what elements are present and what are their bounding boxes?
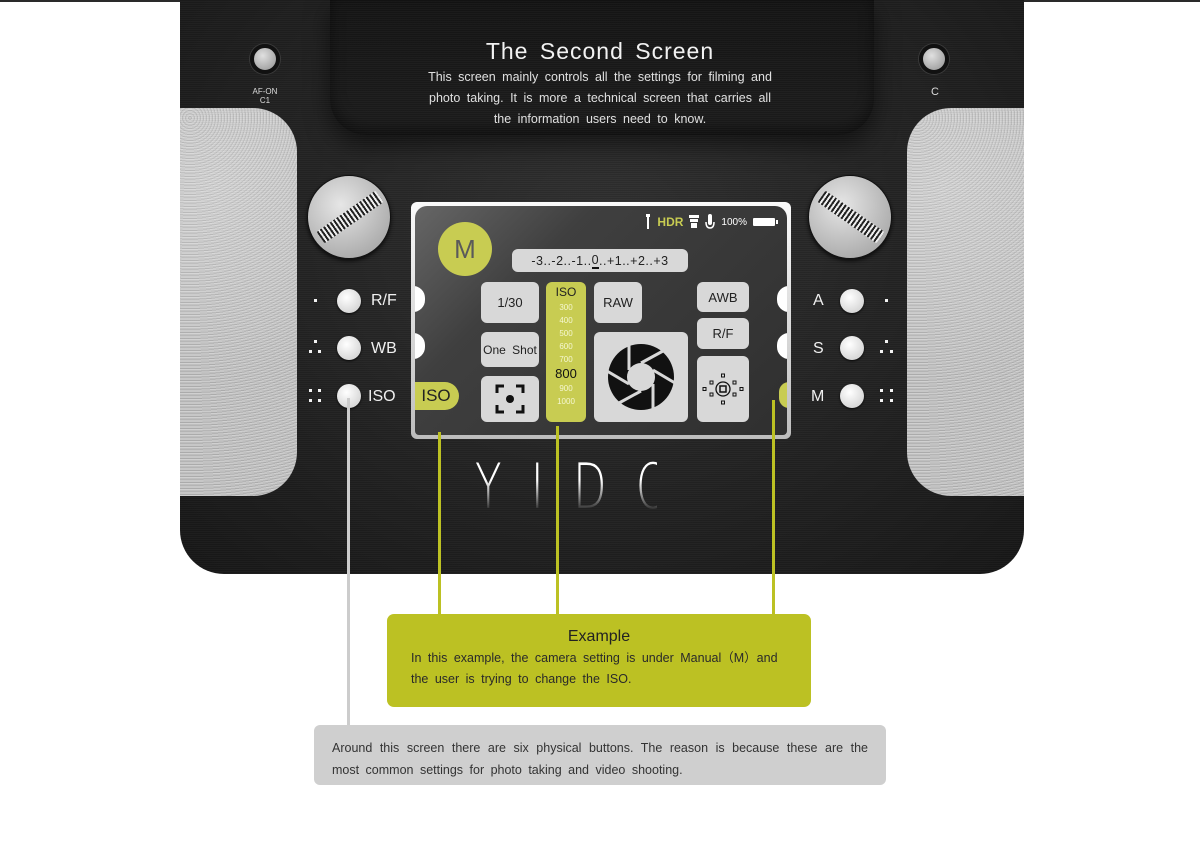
m-button[interactable] — [840, 384, 864, 408]
aperture-icon — [606, 344, 676, 410]
left-grip — [180, 108, 297, 496]
wb-button[interactable] — [337, 336, 361, 360]
dot-indicator — [880, 350, 883, 353]
hdr-badge: HDR — [657, 215, 684, 229]
right-control-dial[interactable] — [808, 175, 892, 259]
ev-scale-positive: ..+1..+2..+3 — [599, 253, 669, 268]
dot-indicator — [890, 399, 893, 402]
shutter-speed-tile[interactable]: 1/30 — [481, 282, 539, 323]
dot-indicator — [885, 299, 888, 302]
m-button-label: M — [811, 388, 825, 405]
connector-line-iso-tab — [438, 432, 441, 614]
iso-option[interactable]: 700 — [559, 355, 573, 364]
exposure-compensation-scale[interactable]: -3..-2..-1..0..+1..+2..+3 — [512, 249, 688, 272]
focus-point-tile[interactable] — [697, 356, 749, 422]
iso-option[interactable]: 900 — [559, 384, 573, 393]
dot-indicator — [309, 389, 312, 392]
drive-mode-tile[interactable]: One Shot — [481, 332, 539, 367]
raw-format-tile[interactable]: RAW — [594, 282, 642, 323]
example-callout: Example In this example, the camera sett… — [387, 614, 811, 707]
ev-scale-current: 0 — [591, 252, 600, 269]
s-button-label: S — [813, 340, 824, 357]
right-grip — [907, 108, 1024, 496]
rf-button-label: R/F — [371, 292, 397, 309]
page-title: The Second Screen — [485, 38, 715, 64]
s-button[interactable] — [840, 336, 864, 360]
active-iso-tab[interactable]: ISO — [415, 382, 459, 410]
af-on-label-line: AF-ON — [252, 87, 278, 96]
iso-option[interactable]: 1000 — [557, 397, 575, 406]
screen-edge-tab-rf — [415, 286, 425, 312]
white-balance-tile[interactable]: AWB — [697, 282, 749, 312]
mode-indicator[interactable]: M — [438, 222, 492, 276]
dot-indicator — [880, 389, 883, 392]
rf-button[interactable] — [337, 289, 361, 313]
example-text: In this example, the camera setting is u… — [411, 651, 778, 686]
left-control-dial[interactable] — [307, 175, 391, 259]
flash-icon — [646, 214, 651, 229]
dial-knurl — [817, 190, 885, 244]
dial-knurl — [316, 190, 384, 244]
screen-bezel: M HDR 100% -3..-2..-1..0..+1..+2..+3 1/3… — [411, 202, 791, 439]
dot-indicator — [318, 389, 321, 392]
dot-indicator — [890, 350, 893, 353]
viewfinder-recess — [330, 0, 874, 135]
rf-tile[interactable]: R/F — [697, 318, 749, 349]
dot-indicator — [309, 399, 312, 402]
c1-label-line: C1 — [259, 96, 271, 105]
status-bar: HDR 100% — [645, 214, 778, 230]
dot-indicator — [885, 340, 888, 343]
battery-percent: 100% — [721, 216, 747, 228]
screen-edge-tab-s — [777, 333, 787, 359]
connector-line-note — [347, 398, 350, 725]
iso-option[interactable]: 500 — [559, 329, 573, 338]
screen-edge-tab-a — [777, 286, 787, 312]
second-screen: M HDR 100% -3..-2..-1..0..+1..+2..+3 1/3… — [415, 206, 787, 435]
lens-icon — [689, 215, 700, 228]
dot-indicator — [318, 350, 321, 353]
aperture-tile[interactable] — [594, 332, 688, 422]
physical-buttons-note: Around this screen there are six physica… — [314, 725, 886, 785]
focus-area-tile[interactable] — [481, 376, 539, 422]
iso-button-label: ISO — [368, 388, 396, 405]
iso-selector-header: ISO — [555, 285, 577, 299]
iso-option[interactable]: 300 — [559, 303, 573, 312]
focus-points-icon — [702, 373, 744, 405]
dot-indicator — [318, 399, 321, 402]
c-button[interactable] — [919, 44, 949, 74]
ev-scale-negative: -3..-2..-1.. — [531, 253, 592, 268]
screen-edge-tab-wb — [415, 333, 425, 359]
focus-frame-icon — [495, 384, 525, 414]
example-title: Example — [567, 628, 631, 645]
c-label: C — [931, 86, 939, 98]
af-on-c1-button[interactable] — [250, 44, 280, 74]
brand-logo: YIDO — [475, 450, 700, 523]
connector-line-m-tab — [772, 400, 775, 614]
dot-indicator — [309, 350, 312, 353]
dot-indicator — [314, 299, 317, 302]
dot-indicator — [314, 340, 317, 343]
a-button-label: A — [813, 292, 824, 309]
iso-option[interactable]: 400 — [559, 316, 573, 325]
iso-selector[interactable]: ISO 300 400 500 600 700 800 900 1000 — [546, 282, 586, 422]
active-m-tab — [779, 382, 787, 408]
a-button[interactable] — [840, 289, 864, 313]
dot-indicator — [880, 399, 883, 402]
microphone-icon — [705, 214, 716, 229]
af-on-c1-label: AF-ON C1 — [245, 87, 285, 105]
wb-button-label: WB — [371, 340, 397, 357]
connector-line-iso-selector — [556, 426, 559, 614]
dot-indicator — [890, 389, 893, 392]
iso-option-selected[interactable]: 800 — [555, 366, 577, 381]
camera-body — [180, 0, 1024, 574]
battery-icon — [753, 218, 778, 226]
page-description: This screen mainly controls all the sett… — [428, 70, 772, 126]
iso-option[interactable]: 600 — [559, 342, 573, 351]
